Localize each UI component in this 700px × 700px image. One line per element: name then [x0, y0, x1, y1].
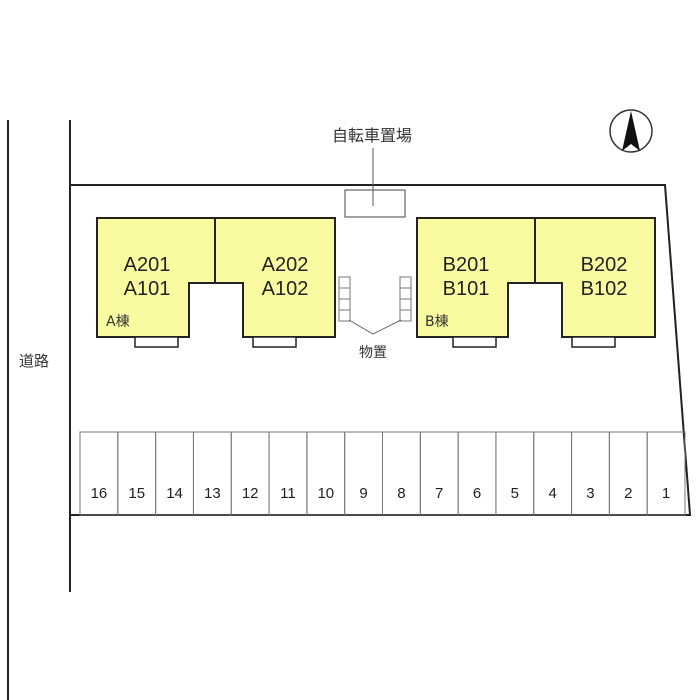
- north-arrow-icon: [609, 109, 653, 153]
- parking-space: [571, 431, 610, 516]
- unit-label: B102: [581, 278, 628, 300]
- unit-label: B101: [443, 278, 490, 300]
- parking-space: [192, 431, 232, 516]
- parking-space: [419, 431, 459, 516]
- parking-space-number: 9: [359, 485, 367, 502]
- balcony: [252, 336, 297, 348]
- unit-label: A102: [262, 278, 309, 300]
- unit-label: B201: [443, 254, 490, 276]
- parking-space-number: 12: [242, 485, 259, 502]
- parking-space-number: 6: [473, 485, 481, 502]
- parking-space-number: 13: [204, 485, 221, 502]
- balcony: [571, 336, 616, 348]
- storage: [338, 276, 412, 335]
- parking-space-number: 14: [166, 485, 183, 502]
- building-a: A201 A101 A202 A102 A棟: [96, 217, 336, 348]
- parking-space: [382, 431, 421, 516]
- building-name: B棟: [425, 314, 449, 330]
- unit-label: B202: [581, 254, 628, 276]
- parking-space-number: 15: [128, 485, 145, 502]
- parking-space-number: 10: [317, 485, 334, 502]
- parking-space: [608, 431, 648, 516]
- balcony: [452, 336, 497, 348]
- building-b: B201 B101 B202 B102 B棟: [416, 217, 656, 348]
- parking-space: [533, 431, 573, 516]
- parking-space-number: 16: [91, 485, 108, 502]
- storage-label: 物置: [359, 345, 387, 361]
- unit-label: A201: [124, 254, 171, 276]
- bicycle-parking-area: [344, 189, 406, 218]
- parking-space-number: 5: [511, 485, 519, 502]
- unit-label: A101: [124, 278, 171, 300]
- parking-space: [646, 431, 686, 516]
- parking-space: [495, 431, 535, 516]
- parking-space: [268, 431, 308, 516]
- road-label: 道路: [19, 352, 49, 370]
- parking-space: [117, 431, 157, 516]
- unit-label: A202: [262, 254, 309, 276]
- balcony: [134, 336, 179, 348]
- parking-space-number: 2: [624, 485, 632, 502]
- parking-lot: 16 15 14 13 12 11 10 9 8 7 6 5 4 3 2 1: [79, 431, 686, 516]
- parking-space: [344, 431, 383, 516]
- parking-space: [79, 431, 119, 516]
- building-name: A棟: [106, 314, 130, 330]
- bicycle-parking-label: 自転車置場: [332, 126, 412, 145]
- parking-space: [457, 431, 497, 516]
- parking-space-number: 11: [280, 485, 296, 502]
- parking-space-number: 3: [586, 485, 594, 502]
- parking-space-number: 8: [397, 485, 405, 502]
- parking-space-number: 1: [662, 485, 670, 502]
- parking-space: [230, 431, 270, 516]
- parking-space: [306, 431, 346, 516]
- parking-space-number: 7: [435, 485, 443, 502]
- parking-space-number: 4: [548, 485, 556, 502]
- parking-space: [155, 431, 194, 516]
